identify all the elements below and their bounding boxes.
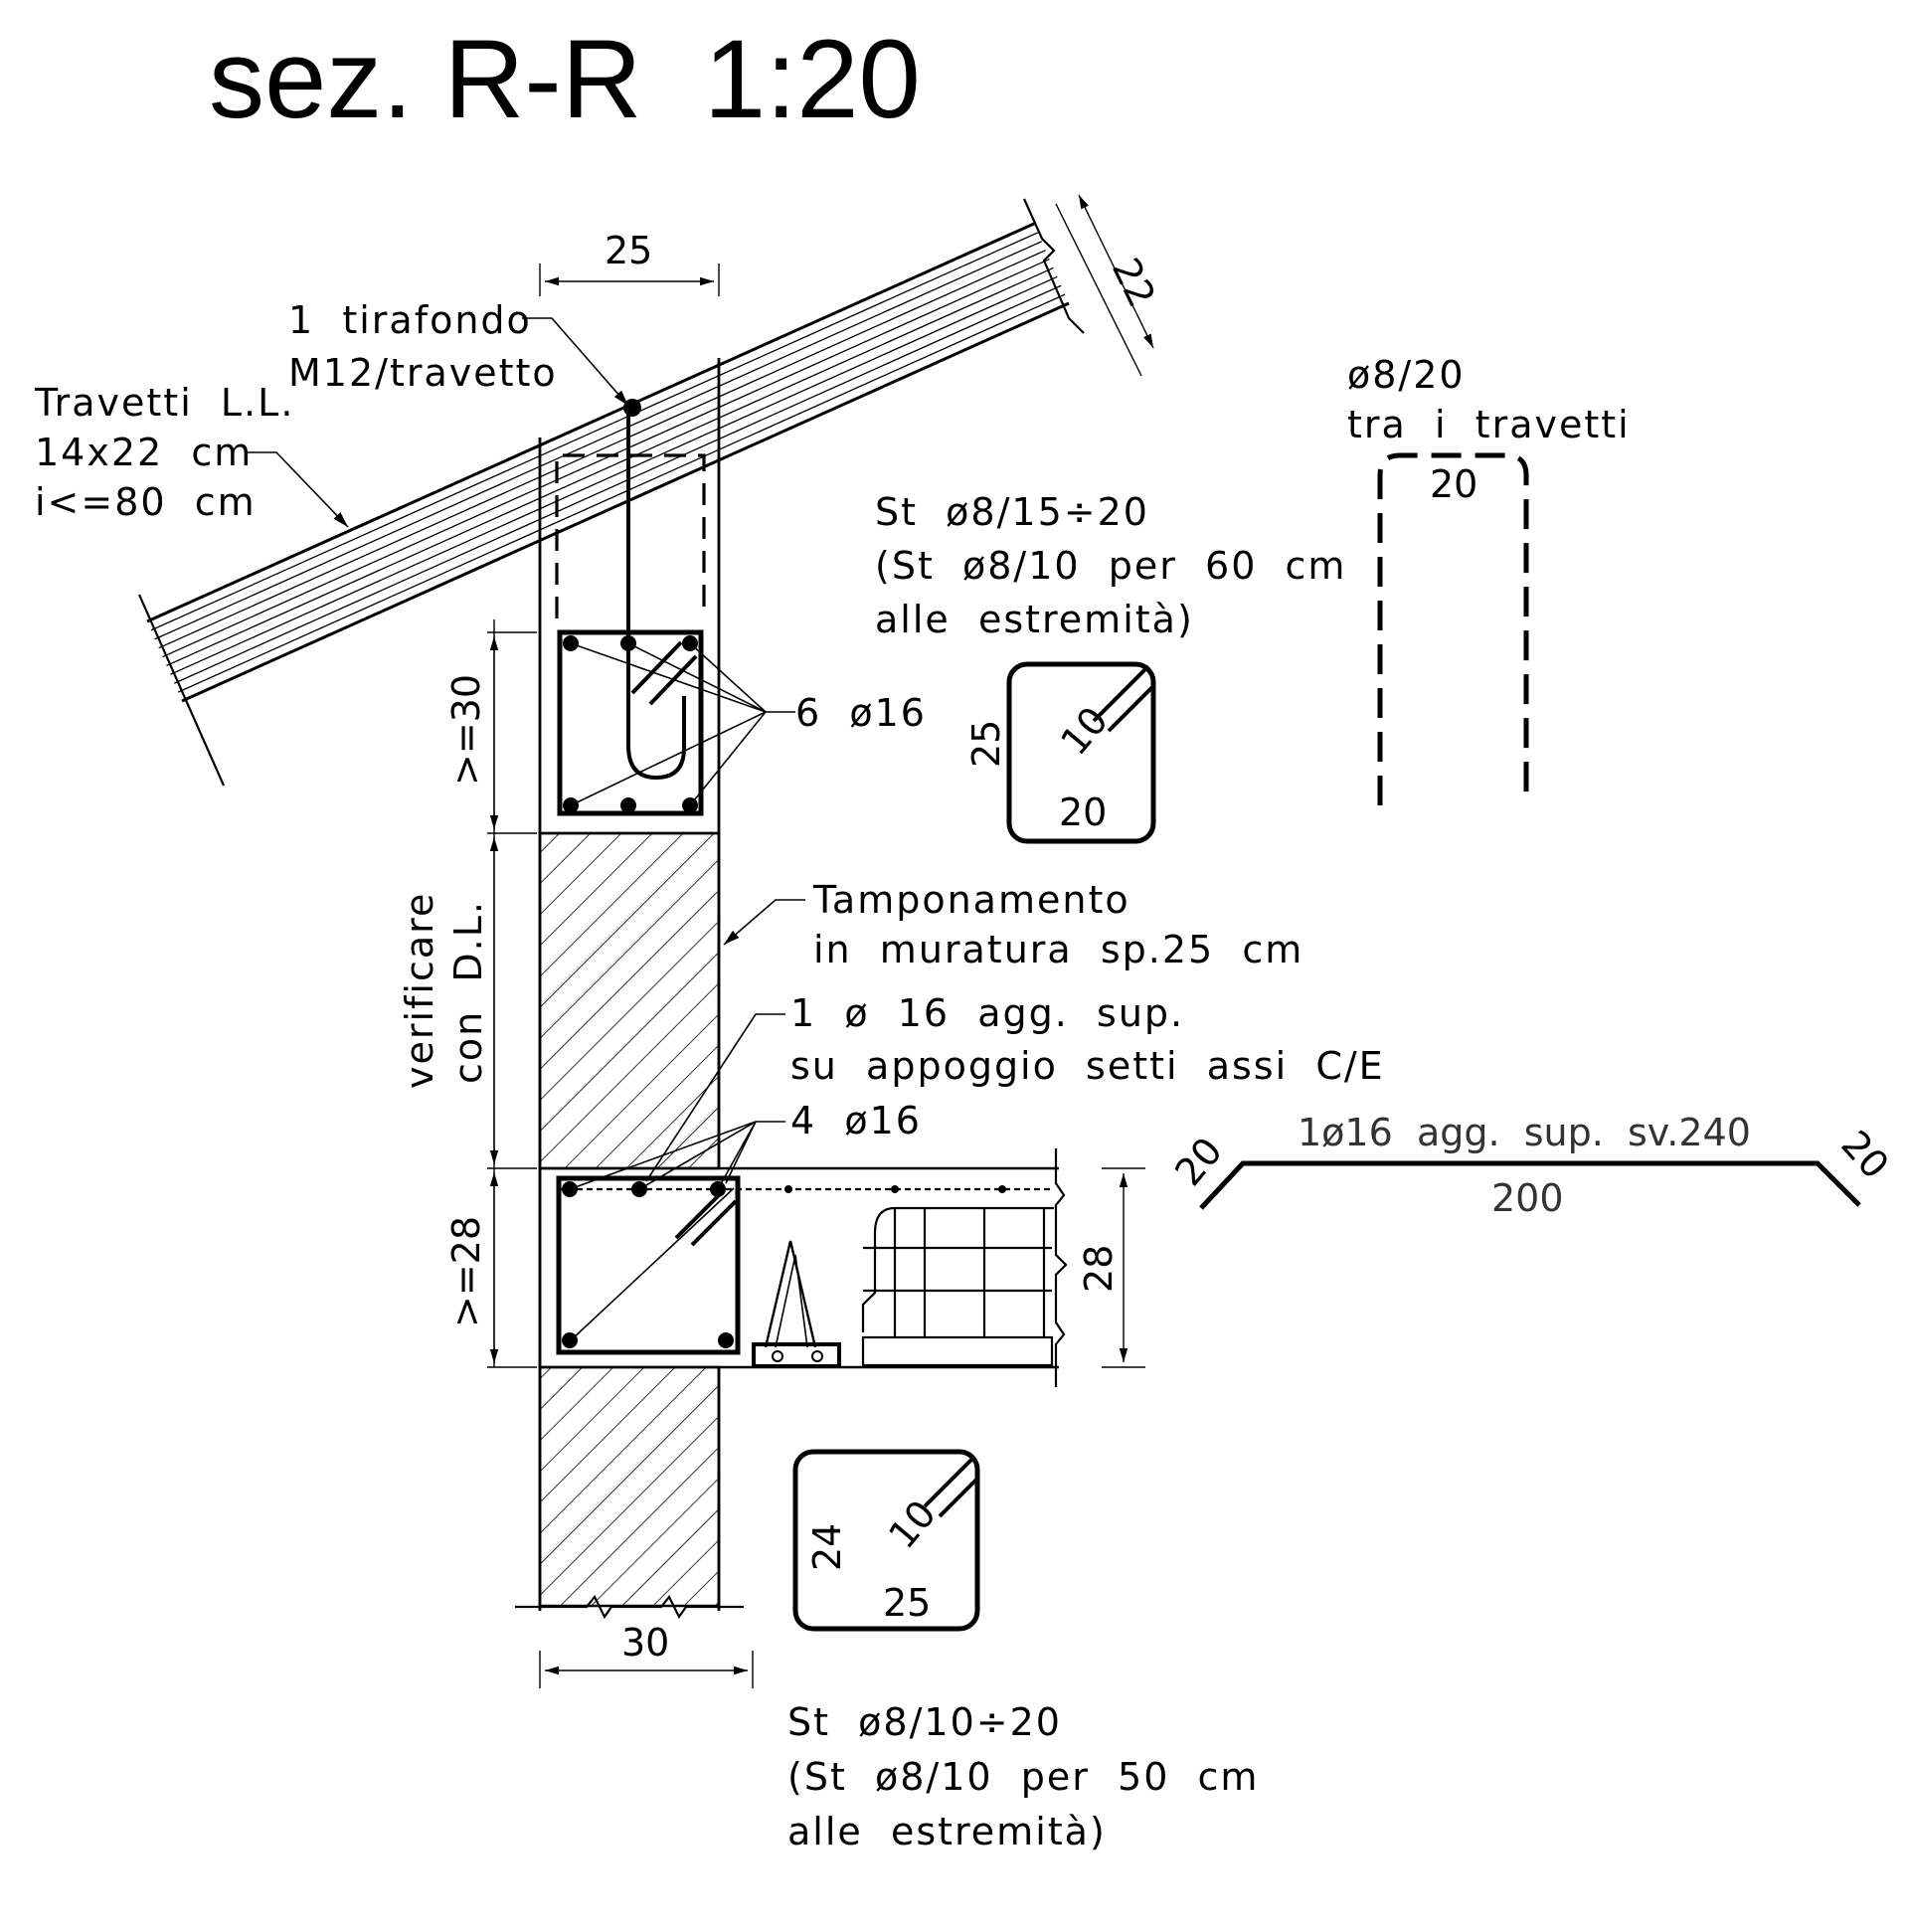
top-stirrup-label-3: alle estremità) [875, 598, 1194, 641]
bottom-beam [538, 1013, 1068, 1387]
additional-bar-label-1: 1 ø 16 agg. sup. [790, 991, 1184, 1035]
slab-depth-value: 28 [1077, 1245, 1121, 1293]
tirafondo-label-2: M12/travetto [288, 351, 558, 395]
drawing-title: sez. R-R 1:20 [209, 17, 921, 141]
top-beam [540, 399, 795, 835]
slab-depth-dimension: 28 [1077, 1167, 1145, 1368]
bottom-stirrup-label-1: St ø8/10÷20 [787, 1700, 1062, 1744]
bottom-bars-label: 4 ø16 [790, 1099, 922, 1142]
top-stirrup-label-2: (St ø8/10 per 60 cm [875, 544, 1346, 588]
travetti-callout: Travetti L.L. 14x22 cm i<=80 cm [34, 381, 349, 528]
verify-note-line-2: con D.L. [446, 900, 490, 1084]
tamponamento-label-1: Tamponamento [812, 878, 1130, 922]
top-stirrup-label-1: St ø8/15÷20 [875, 490, 1149, 534]
bottom-stirrup-height: 24 [805, 1523, 849, 1571]
wall-width-dimension: 30 [539, 1621, 754, 1688]
bottom-height-value: >=28 [444, 1216, 488, 1327]
travetti-label-2: 14x22 cm [35, 431, 253, 474]
travetti-label-1: Travetti L.L. [34, 381, 294, 425]
bent-bar-detail: 1ø16 agg. sup. sv.240 200 20 20 [1166, 1111, 1897, 1220]
rebar-dot [562, 1332, 578, 1348]
travetti-label-3: i<=80 cm [35, 480, 257, 524]
bent-bar-right-leg: 20 [1832, 1123, 1897, 1187]
top-bars-label: 6 ø16 [795, 691, 927, 735]
tirafondo-callout: 1 tirafondo M12/travetto [288, 298, 629, 407]
hook-label-2: tra i travetti [1347, 403, 1631, 446]
bent-bar-label: 1ø16 agg. sup. sv.240 [1298, 1111, 1751, 1154]
masonry-wall [515, 358, 744, 1620]
bolt-head [623, 399, 641, 417]
bottom-stirrup-label-3: alle estremità) [787, 1810, 1107, 1853]
bent-bar-length: 200 [1491, 1176, 1564, 1220]
tamponamento-label-2: in muratura sp.25 cm [813, 928, 1303, 971]
bottom-stirrup-detail: 24 10 25 [792, 1449, 980, 1632]
bottom-stirrup-width: 25 [883, 1581, 931, 1625]
rafter-depth-dimension: 22 [1055, 194, 1164, 377]
top-stirrup-detail: 25 10 20 [964, 661, 1156, 844]
hook-detail: ø8/20 tra i travetti 20 [1347, 353, 1631, 805]
rebar-dot [620, 797, 636, 813]
hook-width: 20 [1430, 462, 1477, 506]
bottom-stirrup-hook: 10 [880, 1492, 945, 1556]
verify-note-line-1: verificare [398, 892, 441, 1089]
top-stirrup-width: 20 [1059, 790, 1107, 834]
tamponamento-callout: Tamponamento in muratura sp.25 cm [723, 878, 1303, 971]
top-stirrup-height: 25 [964, 720, 1008, 768]
rafter-grain-lines [150, 232, 1066, 693]
bottom-stirrup-label-2: (St ø8/10 per 50 cm [787, 1755, 1259, 1799]
rafter [137, 198, 1085, 787]
beam-width-value: 25 [605, 229, 652, 272]
beam-width-dimension: 25 [539, 229, 720, 296]
hook-label-1: ø8/20 [1347, 353, 1466, 397]
rebar-dot [718, 1332, 734, 1348]
top-height-value: >=30 [444, 674, 488, 786]
vertical-dimension-chain: >=30 verificare con D.L. >=28 [398, 619, 537, 1368]
wall-width-value: 30 [621, 1621, 669, 1665]
rafter-depth-value: 22 [1104, 252, 1164, 314]
tirafondo-label-1: 1 tirafondo [288, 298, 532, 342]
additional-bar-label-2: su appoggio setti assi C/E [790, 1044, 1385, 1088]
